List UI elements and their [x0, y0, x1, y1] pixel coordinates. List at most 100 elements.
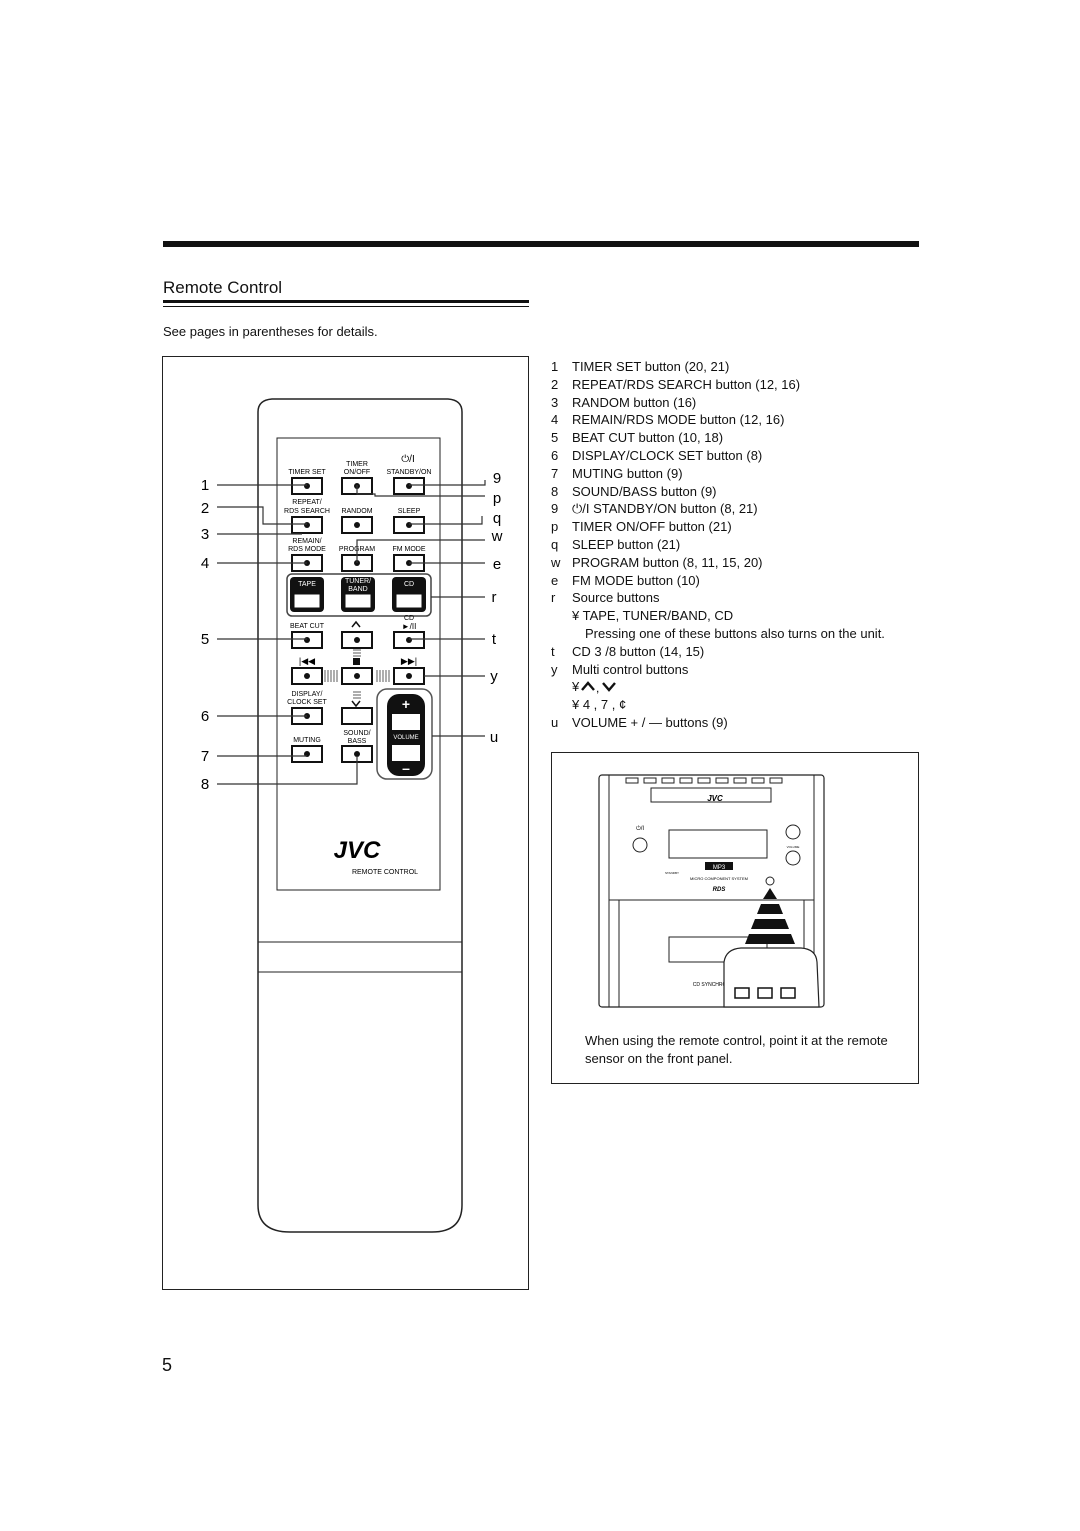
multi-sub-item: ¥ , [551, 678, 885, 696]
label-clock-set: CLOCK SET [287, 699, 327, 706]
label-play-pause: ►/II [402, 622, 417, 631]
page-number: 5 [162, 1355, 173, 1375]
subtitle: See pages in parentheses for details. [163, 324, 378, 339]
signal-beam [745, 888, 795, 944]
skip-back-button[interactable] [291, 667, 323, 685]
label-volume: VOLUME [393, 735, 418, 741]
list-text: ⏻/I STANDBY/ON button (8, 21) [572, 501, 758, 517]
power-symbol: ⏻/I [401, 454, 414, 465]
list-text: CD 3 /8 button (14, 15) [572, 643, 705, 659]
list-key: y [551, 661, 558, 677]
label-display: DISPLAY/ [292, 691, 323, 698]
beat-cut-button[interactable] [291, 631, 323, 649]
up-arrow-icon [351, 620, 361, 628]
cd-play-pause-button[interactable] [393, 631, 425, 649]
svg-text:q: q [493, 510, 501, 527]
svg-text:6: 6 [201, 708, 209, 725]
skip-back-icon: |◀◀ [299, 656, 315, 666]
volume-control[interactable]: + VOLUME – [387, 694, 425, 776]
svg-text:p: p [493, 490, 501, 507]
svg-text:e: e [493, 556, 501, 573]
list-key: w [551, 554, 561, 570]
jvc-logo: JVC [334, 837, 381, 864]
unit-power-button[interactable] [632, 837, 648, 853]
repeat-rds-search-button[interactable] [291, 516, 323, 534]
unit-volume-label: VOLUME [787, 845, 800, 849]
list-key: 9 [551, 501, 559, 517]
label-cd-play: CD [404, 615, 414, 622]
list-key: 5 [551, 430, 559, 446]
label-cd: CD [404, 581, 414, 588]
timer-set-button[interactable] [291, 477, 323, 495]
tuner-band-button[interactable]: TUNER/ BAND [341, 577, 375, 612]
unit-volume-plus-button[interactable] [785, 824, 801, 840]
up-down-arrows-icon: , [581, 681, 617, 694]
down-arrow-icon [351, 700, 361, 708]
figure-caption: When using the remote control, point it … [585, 1033, 888, 1066]
sleep-button[interactable] [393, 516, 425, 534]
list-text: SLEEP button (21) [572, 536, 681, 552]
list-text: SOUND/BASS button (9) [572, 483, 717, 499]
skip-forward-icon: ▶▶| [401, 656, 417, 666]
up-button[interactable] [341, 631, 373, 649]
svg-text:4: 4 [201, 555, 209, 572]
multi-sub-item: ¥ 4 , 7 , ¢ [551, 696, 885, 714]
muting-button[interactable] [291, 745, 323, 763]
list-key: t [551, 643, 555, 659]
svg-text:9: 9 [493, 470, 501, 487]
list-text: MUTING button (9) [572, 465, 683, 481]
list-key: 8 [551, 483, 559, 499]
label-band: BAND [348, 586, 367, 593]
label-tuner: TUNER/ [345, 578, 371, 585]
list-key: p [551, 519, 559, 535]
hand-held-remote [723, 947, 820, 1008]
list-key: 7 [551, 465, 559, 481]
unit-volume-minus-button[interactable] [785, 850, 801, 866]
label-timer: TIMER [346, 461, 368, 468]
list-text: PROGRAM button (8, 11, 15, 20) [572, 554, 763, 570]
stop-button[interactable] [341, 667, 373, 685]
standby-on-button[interactable] [393, 477, 425, 495]
list-item: 9 ⏻/I STANDBY/ON button (8, 21) [551, 500, 885, 518]
list-key: q [551, 536, 559, 552]
cd-button[interactable]: CD [392, 577, 426, 612]
svg-text:1: 1 [201, 477, 209, 494]
label-random: RANDOM [341, 508, 372, 515]
skip-forward-button[interactable] [393, 667, 425, 685]
list-key: 2 [551, 376, 559, 392]
list-text: Multi control buttons [572, 661, 689, 677]
tape-button[interactable]: TAPE [290, 577, 324, 612]
svg-text:3: 3 [201, 526, 209, 543]
list-text: DISPLAY/CLOCK SET button (8) [572, 447, 763, 463]
title-underline-thin [163, 306, 529, 307]
label-timer-set: TIMER SET [288, 469, 326, 476]
callouts-right: 9 p q w e r t y u [490, 470, 503, 746]
remote-sensor [765, 876, 775, 886]
volume-minus-icon: – [402, 760, 410, 776]
random-button[interactable] [341, 516, 373, 534]
list-text: ¥ TAPE, TUNER/BAND, CD [572, 608, 734, 624]
svg-text:8: 8 [201, 776, 209, 793]
label-fm-mode: FM MODE [392, 546, 425, 553]
list-item: t CD 3 /8 button (14, 15) [551, 643, 885, 661]
top-rule [163, 241, 919, 247]
list-text: TIMER ON/OFF button (21) [572, 519, 732, 535]
unit-cd-synchro-label: CD SYNCHRO I [693, 982, 729, 988]
list-key: 4 [551, 412, 559, 428]
list-text: TIMER SET button (20, 21) [572, 359, 730, 374]
list-text: RANDOM button (16) [572, 394, 697, 410]
svg-text:t: t [492, 631, 497, 648]
label-remote-control: REMOTE CONTROL [352, 869, 418, 876]
unit-rds-logo: RDS [713, 887, 726, 893]
list-text: Source buttons [572, 590, 660, 606]
svg-text:y: y [490, 668, 498, 685]
unit-standby-label: STANDBY [665, 871, 679, 875]
multi-control-ridges [324, 649, 390, 699]
down-button[interactable] [341, 707, 373, 725]
svg-text:u: u [490, 729, 498, 746]
